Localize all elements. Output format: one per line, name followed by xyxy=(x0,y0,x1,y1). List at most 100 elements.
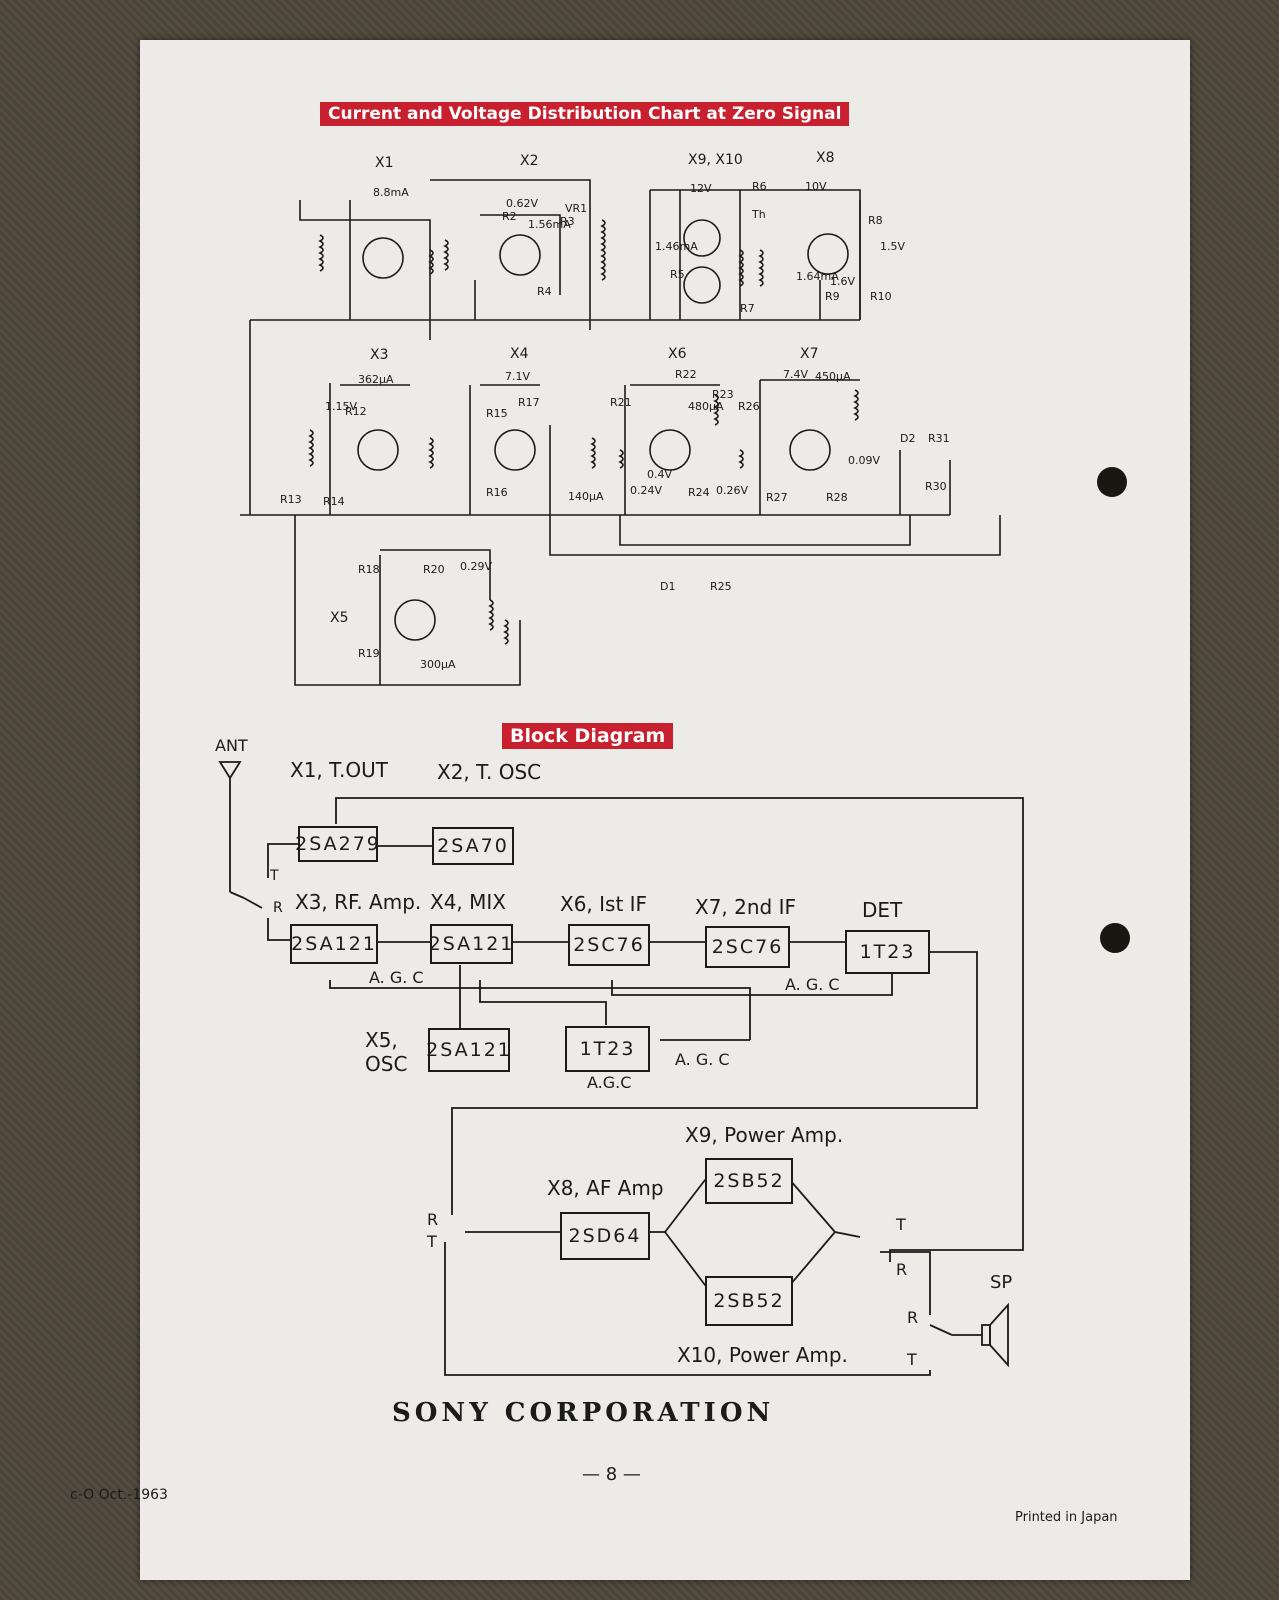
part-r7: R7 xyxy=(740,302,755,315)
part-th: Th xyxy=(752,208,766,221)
label-x6: X6 xyxy=(668,346,687,362)
block-x2-2sa70: 2SA70 xyxy=(432,827,514,865)
chart-title: Current and Voltage Distribution Chart a… xyxy=(320,102,850,126)
label-x7-if: X7, 2nd IF xyxy=(695,895,796,919)
value-1.46mA: 1.46mA xyxy=(655,240,698,253)
part-r31: R31 xyxy=(928,432,950,445)
block-agc-1t23: 1T23 xyxy=(565,1026,650,1072)
value-1.15V: 1.15V xyxy=(325,400,358,413)
value-450uA: 450μA xyxy=(815,370,851,383)
label-x7: X7 xyxy=(800,346,819,362)
value-0.09V: 0.09V xyxy=(848,454,881,467)
block-x10-2sb52: 2SB52 xyxy=(705,1276,793,1326)
label-x4: X4 xyxy=(510,346,529,362)
part-r30: R30 xyxy=(925,480,947,493)
value-480uA: 480μA xyxy=(688,400,724,413)
value-7.1V: 7.1V xyxy=(505,370,531,383)
value-7.4V: 7.4V xyxy=(783,368,809,381)
label-x10-power: X10, Power Amp. xyxy=(677,1343,848,1367)
part-r3: R3 xyxy=(560,215,575,228)
value-300uA: 300μA xyxy=(420,658,456,671)
value-10V: 10V xyxy=(805,180,827,193)
agc-label: A. G. C xyxy=(785,975,840,994)
part-vr1: VR1 xyxy=(565,202,588,215)
switch-t: T xyxy=(896,1215,906,1234)
value-0.4V: 0.4V xyxy=(647,468,673,481)
label-det: DET xyxy=(862,898,903,922)
block-x5-2sa121: 2SA121 xyxy=(426,1028,510,1072)
part-r23: R23 xyxy=(712,388,734,401)
label-x3: X3 xyxy=(370,347,389,363)
label-x1: X1 xyxy=(375,155,394,171)
part-r20: R20 xyxy=(423,563,445,576)
switch-r: R xyxy=(896,1260,908,1279)
value-8.8mA: 8.8mA xyxy=(373,186,409,199)
antenna-label: ANT xyxy=(215,736,248,755)
label-x2: X2 xyxy=(520,153,539,169)
block-x3-2sa121: 2SA121 xyxy=(290,924,378,964)
block-x7-2sc76: 2SC76 xyxy=(705,926,790,968)
switch-r: R xyxy=(427,1210,439,1229)
part-r9: R9 xyxy=(825,290,840,303)
value-1.64mA: 1.64mA xyxy=(796,270,839,283)
part-r19: R19 xyxy=(358,647,380,660)
label-x2-tosc: X2, T. OSC xyxy=(437,760,542,784)
part-r13: R13 xyxy=(280,493,302,506)
agc-label: A. G. C xyxy=(369,968,424,987)
label-x8-af: X8, AF Amp xyxy=(547,1176,664,1200)
switch-t: T xyxy=(427,1232,437,1251)
label-x9-power: X9, Power Amp. xyxy=(685,1123,844,1147)
agc-label: A. G. C xyxy=(675,1050,730,1069)
label-x6-if: X6, Ist IF xyxy=(560,892,648,916)
value-1.56mA: 1.56mA xyxy=(528,218,571,231)
company-name: SONY CORPORATION xyxy=(392,1398,775,1428)
label-x9-x10: X9, X10 xyxy=(688,152,743,168)
label-x5-osc: X5, OSC xyxy=(365,1028,408,1076)
part-r14: R14 xyxy=(323,495,345,508)
block-x9-2sb52: 2SB52 xyxy=(705,1158,793,1204)
block-det-1t23: 1T23 xyxy=(845,930,930,974)
manual-page: Current and Voltage Distribution Chart a… xyxy=(140,40,1190,1580)
page-number: — 8 — xyxy=(582,1464,641,1485)
part-r28: R28 xyxy=(826,491,848,504)
block-x4-2sa121: 2SA121 xyxy=(429,924,513,964)
speaker-label: SP xyxy=(990,1272,1013,1293)
punch-hole xyxy=(1097,467,1127,497)
schematic-wiring xyxy=(240,179,1001,686)
part-r10: R10 xyxy=(870,290,892,303)
label-x5: X5 xyxy=(330,610,349,626)
part-r21: R21 xyxy=(610,396,632,409)
part-r2: R2 xyxy=(502,210,517,223)
agc-label: A.G.C xyxy=(587,1073,632,1092)
block-x8-2sd64: 2SD64 xyxy=(560,1212,650,1260)
print-date-code: c-O Oct.-1963 xyxy=(70,1487,168,1503)
part-r15: R15 xyxy=(486,407,508,420)
value-0.26V: 0.26V xyxy=(716,484,749,497)
part-r4: R4 xyxy=(537,285,552,298)
label-x1-tout: X1, T.OUT xyxy=(290,758,388,782)
part-r18: R18 xyxy=(358,563,380,576)
part-r5: R5 xyxy=(670,268,685,281)
part-r16: R16 xyxy=(486,486,508,499)
switch-r: R xyxy=(907,1308,919,1327)
switch-r: R xyxy=(273,900,283,916)
part-r12: R12 xyxy=(345,405,367,418)
value-12V: 12V xyxy=(690,182,712,195)
part-r8: R8 xyxy=(868,214,883,227)
punch-hole xyxy=(1100,923,1130,953)
block-x6-2sc76: 2SC76 xyxy=(568,924,650,966)
part-r26: R26 xyxy=(738,400,760,413)
block-diagram-title: Block Diagram xyxy=(502,723,674,749)
switch-t: T xyxy=(907,1350,917,1369)
part-r24: R24 xyxy=(688,486,710,499)
label-x4-mix: X4, MIX xyxy=(430,890,506,914)
part-d1: D1 xyxy=(660,580,676,593)
value-0.29V: 0.29V xyxy=(460,560,493,573)
part-d2: D2 xyxy=(900,432,916,445)
value-1.6V: 1.6V xyxy=(830,275,856,288)
part-r6: R6 xyxy=(752,180,767,193)
label-x8: X8 xyxy=(816,150,835,166)
label-x3-rf: X3, RF. Amp. xyxy=(295,890,422,914)
switch-t: T xyxy=(270,868,279,884)
value-140uA: 140μA xyxy=(568,490,604,503)
